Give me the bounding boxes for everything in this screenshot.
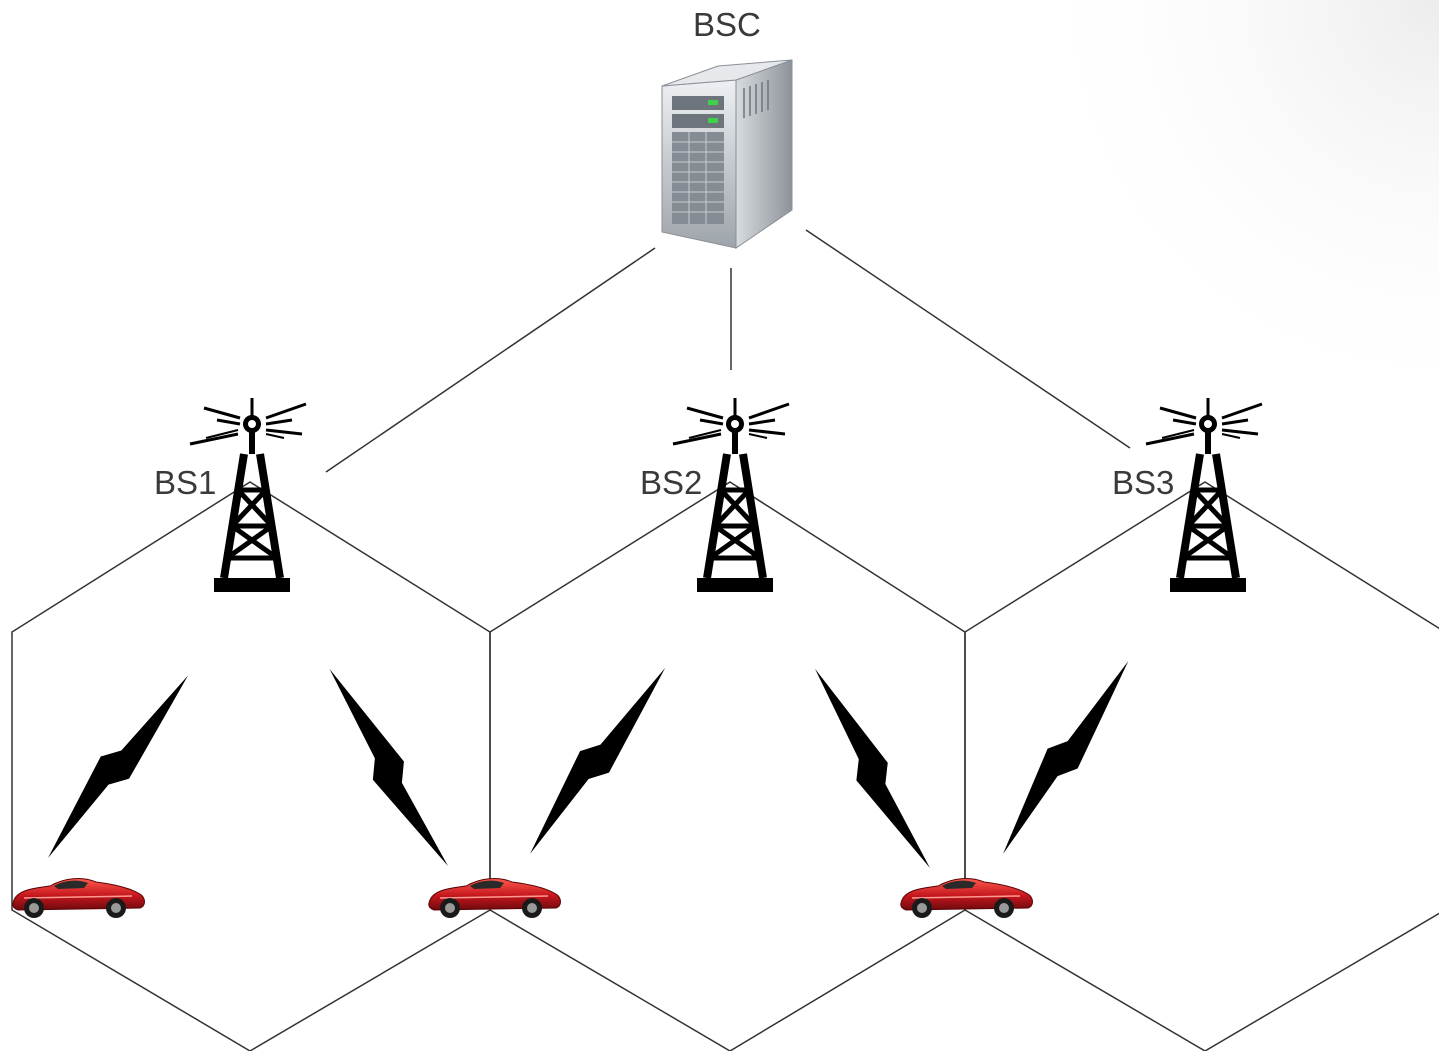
bs2-label: BS2 [640, 464, 703, 501]
bs1-label: BS1 [154, 464, 217, 501]
backhaul-link-bs1 [325, 247, 656, 473]
cell-bs3 [964, 481, 1439, 1051]
cell-grid [11, 481, 1439, 1051]
bsc-label: BSC [693, 6, 761, 43]
server-icon [661, 59, 793, 249]
bs3-label: BS3 [1112, 464, 1175, 501]
backhaul-links [325, 229, 1131, 473]
backhaul-link-bs3 [805, 229, 1131, 449]
